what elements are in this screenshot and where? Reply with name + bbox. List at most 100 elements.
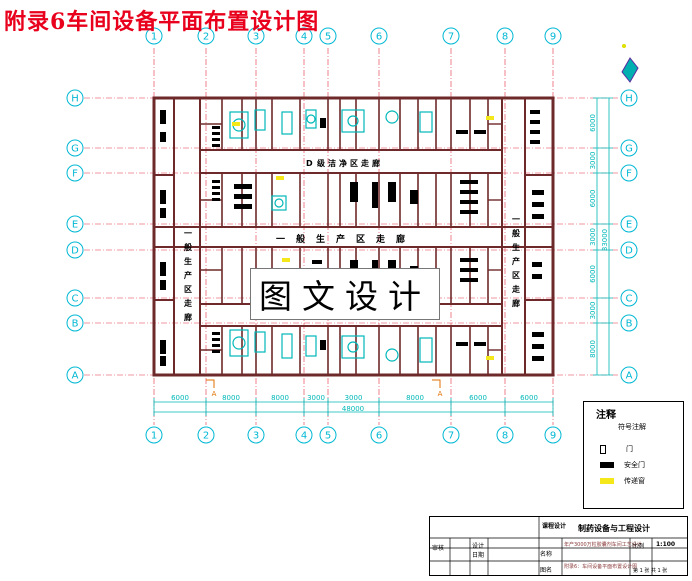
axis-bubble-row-right [620,139,638,157]
axis-bubble-row-right-label: A [626,371,633,382]
equipment-bar [532,262,542,267]
axis-bubble-col-top-label: 5 [325,32,331,43]
dim-value-bottom: 8000 [406,394,424,402]
corridor-general-right-char: 廊 [512,298,520,308]
equipment-tank [274,198,284,208]
equipment-tank [306,114,316,124]
equipment-bar [212,126,220,129]
equipment-tank [232,336,246,350]
equipment-bar [160,132,166,142]
axis-bubble-row-left-label: H [71,94,79,105]
scale-label: 比例 [632,543,645,550]
equipment [160,109,544,366]
equipment-bar [372,182,378,208]
axis-bubble-col-top [145,27,163,45]
corridor-general-char: 区 [356,234,365,245]
corridor-general-left-char: 一 [184,229,192,238]
axis-bubble-row-right [620,366,638,384]
axis-bubble-col-top-label: 2 [203,32,209,43]
equipment-machine [341,335,365,359]
equipment-machine [419,111,433,133]
tb-cell-design: 设计 [472,543,485,550]
equipment-tank [347,115,359,127]
equipment-bar [212,132,220,135]
equipment-bar [160,262,166,276]
equipment-machine [281,111,293,135]
equipment-machine [254,331,266,353]
axis-bubble-row-left-label: E [72,220,78,231]
north-arrow-icon [621,44,639,83]
title-block: 课程设计 制药设备与工程设计 审核 设计 日期 名称 图名 年产3000万粒胶囊… [429,516,688,576]
axis-bubble-row-left-label: D [71,246,79,257]
legend-label: 安全门 [624,461,645,469]
equipment-tank [385,348,399,362]
axis-bubble-row-left [66,215,84,233]
equipment-bar [532,202,544,207]
axis-bubble-row-right [620,89,638,107]
equipment-bar [532,214,544,219]
axis-bubble-row-left [66,241,84,259]
grid-lines [84,48,619,425]
corridor-general-right-char: 走 [511,284,521,294]
axis-bubble-col-bottom-label: 4 [301,431,307,442]
equipment-bar [212,144,220,147]
equipment-machine [229,111,249,139]
axis-bubble-col-bottom-label: 2 [203,431,209,442]
axis-bubble-row-right-label: D [625,246,633,257]
equipment-bar [530,110,540,114]
pass-window [276,176,284,180]
dim-value-right: 6000 [589,265,597,283]
axis-bubble-col-bottom [496,426,514,444]
pass-window [486,356,494,360]
project-name: 年产3000万粒胶囊剂车间工艺设计 [564,542,642,548]
corridor-general-char: 生 [316,233,325,245]
legend-item-door: 门 [600,444,633,454]
equipment-machine [254,109,266,131]
dim-value-right: 3000 [589,302,597,320]
corridor-general-right-char: 般 [512,228,520,238]
dim-value-total: 48000 [342,405,364,413]
corridor-d-upper-char: 级 [316,158,326,168]
legend-label: 传递窗 [624,477,645,485]
axis-bubble-col-top [370,27,388,45]
equipment-bar [212,338,220,341]
axis-bubble-col-top [442,27,460,45]
axis-bubble-row-right-label: B [626,319,633,330]
equipment-bar [234,184,252,189]
equipment-bar [320,340,326,350]
axis-bubble-col-top-label: 6 [376,32,382,43]
axis-bubble-row-left [66,314,84,332]
corridor-general-left-char: 走 [183,298,193,308]
axis-bubble-col-top [247,27,265,45]
equipment-bar [532,190,544,195]
section-marker-label: A [438,390,443,398]
corridor-general-left-char: 生 [184,256,192,266]
equipment-bar [532,332,544,337]
tb-cell-review: 审核 [432,545,445,552]
axis-bubble-row-right-label: G [625,144,633,155]
axis-bubble-col-top [295,27,313,45]
axis-bubble-row-right-label: E [626,220,632,231]
equipment-bar [460,258,478,262]
dim-value-bottom: 6000 [171,394,189,402]
scale-value: 1:100 [656,541,676,548]
section-marker [206,379,215,388]
drawing-name: 附录6：车间设备平面布置设计图 [564,564,638,570]
axis-bubble-row-right-label: F [626,169,632,180]
axis-bubble-col-top-label: 3 [253,32,259,43]
dim-value-right-total: 33000 [601,229,609,251]
axis-bubble-col-top-label: 9 [550,32,556,43]
axis-bubble-col-bottom-label: 1 [151,431,157,442]
equipment-machine [305,109,317,129]
axis-bubble-row-right-label: C [626,294,633,305]
axis-bubble-row-right [620,289,638,307]
equipment-bar [212,192,220,195]
dim-value-right: 3000 [589,228,597,246]
corridor-general-left-char: 产 [184,270,192,280]
pass-window [486,116,494,120]
axis-bubble-row-left [66,366,84,384]
equipment-bar [160,340,166,354]
equipment-bar [234,204,252,209]
equipment-bar [212,332,220,335]
watermark: 图文设计 [250,268,440,320]
